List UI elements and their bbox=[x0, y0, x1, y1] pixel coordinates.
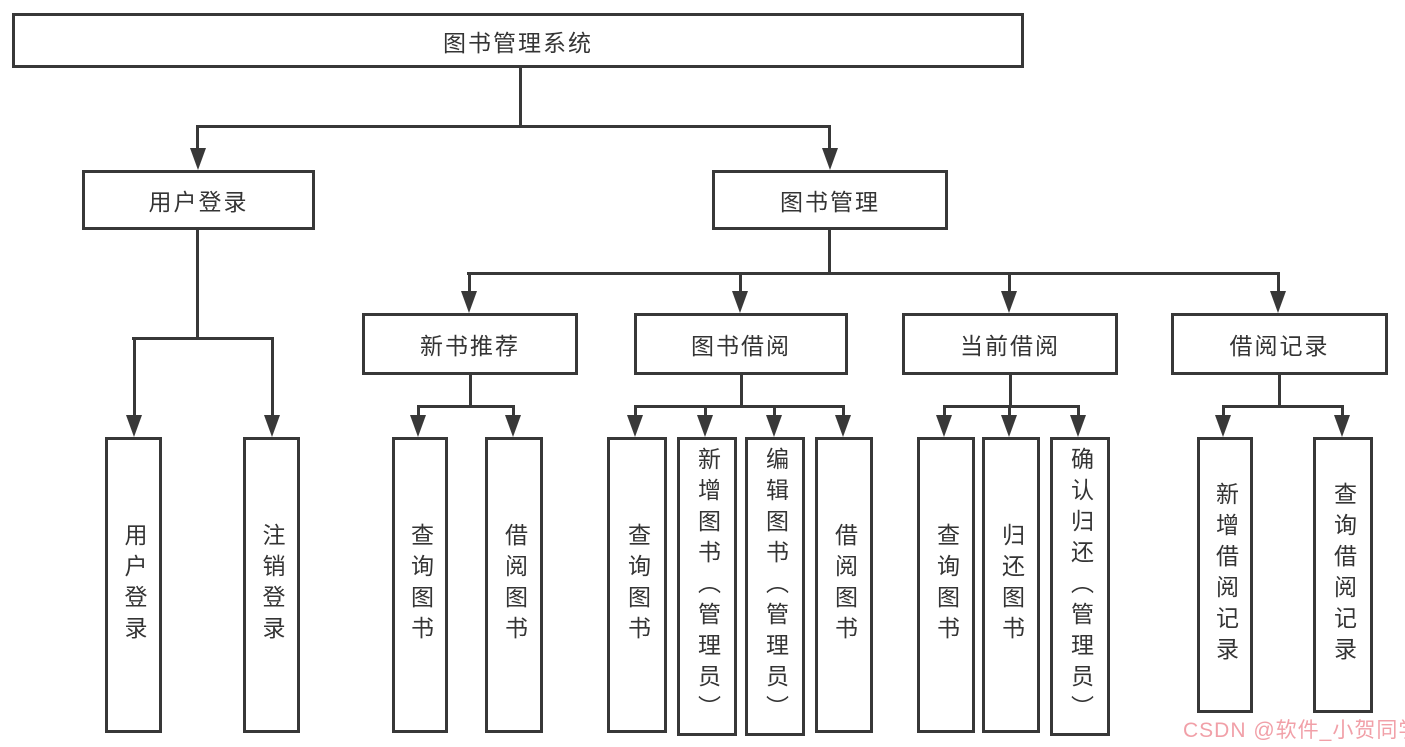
arrowhead-icon bbox=[1001, 415, 1017, 437]
node-label: 借阅图书 bbox=[831, 523, 858, 647]
leaf-logout: 注销登录 bbox=[243, 437, 300, 733]
arrowhead-icon bbox=[1270, 291, 1286, 313]
connector-line bbox=[196, 125, 831, 128]
arrowhead-icon bbox=[1001, 291, 1017, 313]
node-label: 查询图书 bbox=[933, 523, 960, 647]
arrowhead-icon bbox=[732, 291, 748, 313]
node-label: 新增图书（管理员） bbox=[694, 447, 721, 726]
connector-line bbox=[512, 405, 515, 417]
arrowhead-icon bbox=[126, 415, 142, 437]
connector-line bbox=[740, 375, 743, 408]
arrowhead-icon bbox=[835, 415, 851, 437]
node-current-borrowing: 当前借阅 bbox=[902, 313, 1118, 375]
leaf-user-login: 用户登录 bbox=[105, 437, 162, 733]
node-label: 图书借阅 bbox=[691, 333, 791, 359]
leaf-add-book-admin: 新增图书（管理员） bbox=[677, 437, 737, 736]
connector-line bbox=[842, 405, 845, 417]
connector-line bbox=[634, 405, 637, 417]
node-borrowing-records: 借阅记录 bbox=[1171, 313, 1388, 375]
connector-line bbox=[1278, 375, 1281, 408]
connector-line bbox=[1008, 272, 1011, 293]
connector-line bbox=[469, 375, 472, 408]
node-user-login: 用户登录 bbox=[82, 170, 315, 230]
connector-line bbox=[467, 272, 1280, 275]
connector-line bbox=[196, 229, 199, 340]
node-label: 借阅图书 bbox=[501, 523, 528, 647]
leaf-edit-book-admin: 编辑图书（管理员） bbox=[745, 437, 805, 736]
connector-line bbox=[828, 230, 831, 275]
connector-line bbox=[739, 272, 742, 293]
arrowhead-icon bbox=[1070, 415, 1086, 437]
connector-line bbox=[773, 405, 776, 417]
node-book-borrowing: 图书借阅 bbox=[634, 313, 848, 375]
arrowhead-icon bbox=[264, 415, 280, 437]
node-label: 查询借阅记录 bbox=[1330, 482, 1357, 668]
leaf-confirm-return-admin: 确认归还（管理员） bbox=[1050, 437, 1110, 736]
connector-line bbox=[1222, 405, 1344, 408]
node-label: 图书管理 bbox=[780, 189, 880, 215]
connector-line bbox=[828, 125, 831, 150]
arrowhead-icon bbox=[461, 291, 477, 313]
node-new-book-recommendation: 新书推荐 bbox=[362, 313, 578, 375]
connector-line bbox=[271, 337, 274, 417]
connector-line bbox=[519, 68, 522, 126]
connector-line bbox=[196, 125, 199, 150]
connector-line bbox=[417, 405, 420, 417]
connector-line bbox=[1008, 405, 1011, 417]
connector-line bbox=[1341, 405, 1344, 417]
arrowhead-icon bbox=[697, 415, 713, 437]
node-library-management-system: 图书管理系统 bbox=[12, 13, 1024, 68]
connector-line bbox=[1277, 272, 1280, 293]
connector-line bbox=[943, 405, 946, 417]
arrowhead-icon bbox=[936, 415, 952, 437]
leaf-query-books-current: 查询图书 bbox=[917, 437, 975, 733]
arrowhead-icon bbox=[410, 415, 426, 437]
node-label: 借阅记录 bbox=[1229, 333, 1330, 359]
leaf-borrow-books: 借阅图书 bbox=[815, 437, 873, 733]
connector-line bbox=[133, 337, 136, 417]
node-label: 新书推荐 bbox=[420, 333, 520, 359]
connector-line bbox=[704, 405, 707, 417]
node-label: 用户登录 bbox=[148, 189, 249, 215]
csdn-watermark: CSDN @软件_小贺同学 bbox=[1183, 719, 1405, 742]
node-label: 用户登录 bbox=[121, 523, 147, 647]
connector-line bbox=[417, 405, 515, 408]
leaf-return-books: 归还图书 bbox=[982, 437, 1040, 733]
leaf-query-borrow-record: 查询借阅记录 bbox=[1313, 437, 1373, 713]
node-book-management: 图书管理 bbox=[712, 170, 948, 230]
node-label: 新增借阅记录 bbox=[1212, 482, 1239, 668]
connector-line bbox=[943, 405, 1080, 408]
leaf-query-books-borrowing: 查询图书 bbox=[607, 437, 667, 733]
arrowhead-icon bbox=[1334, 415, 1350, 437]
leaf-add-borrow-record: 新增借阅记录 bbox=[1197, 437, 1253, 713]
connector-line bbox=[468, 272, 471, 293]
node-label: 图书管理系统 bbox=[443, 29, 593, 56]
arrowhead-icon bbox=[505, 415, 521, 437]
connector-line bbox=[1077, 405, 1080, 417]
connector-line bbox=[132, 337, 273, 340]
node-label: 当前借阅 bbox=[960, 333, 1060, 359]
arrowhead-icon bbox=[822, 148, 838, 170]
connector-line bbox=[1222, 405, 1225, 417]
arrowhead-icon bbox=[190, 148, 206, 170]
connector-line bbox=[634, 405, 845, 408]
leaf-borrow-books-recommend: 借阅图书 bbox=[485, 437, 543, 733]
node-label: 注销登录 bbox=[259, 523, 285, 647]
node-label: 归还图书 bbox=[998, 523, 1025, 647]
node-label: 查询图书 bbox=[624, 523, 651, 647]
leaf-query-books-recommend: 查询图书 bbox=[392, 437, 448, 733]
node-label: 确认归还（管理员） bbox=[1067, 447, 1094, 726]
node-label: 编辑图书（管理员） bbox=[762, 447, 789, 726]
arrowhead-icon bbox=[766, 415, 782, 437]
arrowhead-icon bbox=[1215, 415, 1231, 437]
arrowhead-icon bbox=[627, 415, 643, 437]
connector-line bbox=[1009, 375, 1012, 408]
node-label: 查询图书 bbox=[407, 523, 434, 647]
